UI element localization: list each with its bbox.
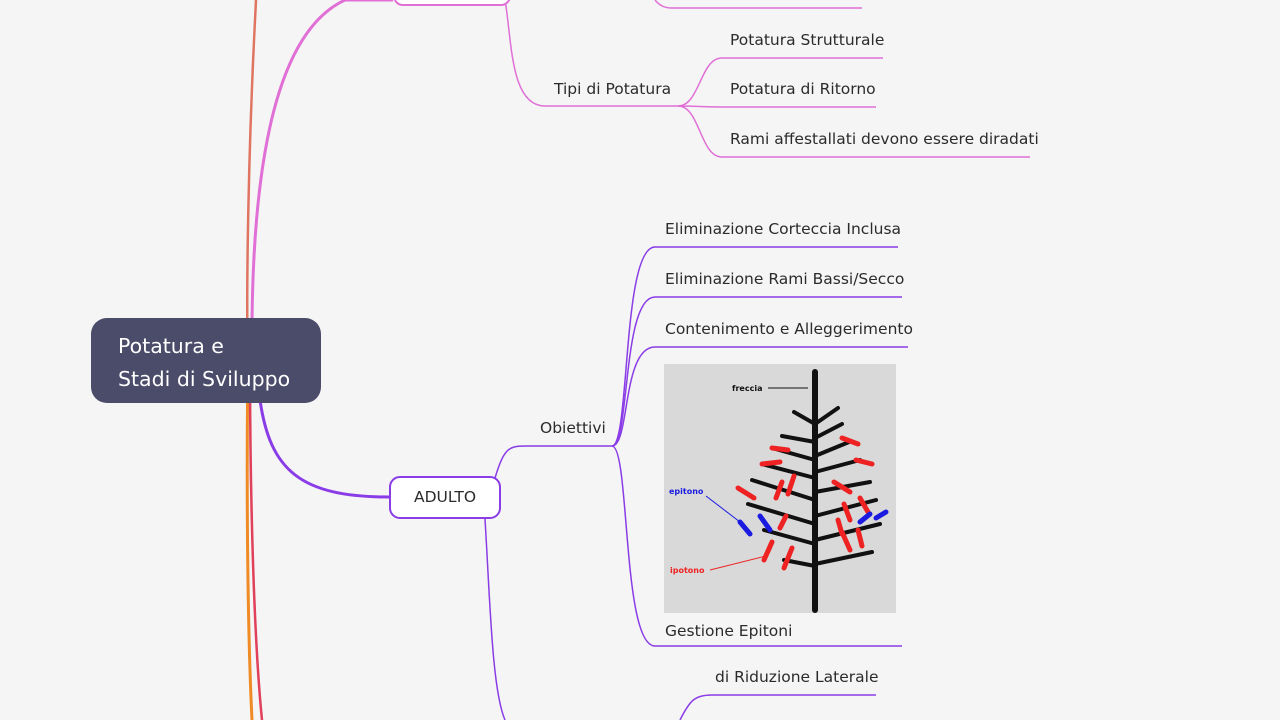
connector-tipi-1: [677, 57, 883, 107]
top-branch-node[interactable]: [393, 0, 511, 6]
connector-top-sub: [654, 0, 862, 9]
connector-tipi: [504, 0, 678, 107]
connector-obj-4: [611, 445, 902, 647]
epitono-pointer: [705, 495, 741, 523]
obiettivi-node[interactable]: Obiettivi: [540, 419, 606, 437]
connector-lower-sub: [679, 694, 876, 720]
connector-obiettivi: [494, 445, 612, 479]
root-title-line2: Stadi di Sviluppo: [118, 367, 291, 391]
root-title-line1: Potatura e: [118, 334, 224, 358]
epitono-label: epitono: [669, 487, 704, 496]
tipi-potatura-node[interactable]: Tipi di Potatura: [554, 80, 672, 98]
root-node[interactable]: Potatura e Stadi di Sviluppo: [91, 318, 321, 403]
ipotono-pointer: [709, 555, 767, 571]
connector-adulto: [258, 399, 390, 499]
connector-obj-2: [611, 296, 902, 447]
item-gestione-epitoni[interactable]: Gestione Epitoni: [665, 622, 793, 640]
connector-tipi-2: [677, 105, 876, 108]
tree-drawing: freccia epitono ipotono: [669, 369, 889, 613]
item-rami-affestallati[interactable]: Rami affestallati devono essere diradati: [730, 130, 1039, 148]
connector-adulto-down: [484, 518, 506, 720]
item-potatura-strutturale[interactable]: Potatura Strutturale: [730, 31, 885, 49]
connector-obj-1: [611, 246, 898, 447]
connector-obj-3: [611, 346, 908, 447]
connector-orange: [245, 359, 254, 720]
connector-tipi-3: [677, 105, 1030, 158]
item-rami-bassi[interactable]: Eliminazione Rami Bassi/Secco: [665, 270, 905, 288]
tree-pruning-diagram: freccia epitono ipotono: [664, 364, 896, 613]
connector-red: [248, 359, 264, 720]
red-branches: [735, 435, 875, 571]
item-potatura-ritorno[interactable]: Potatura di Ritorno: [730, 80, 876, 98]
blue-branches: [737, 509, 889, 537]
item-riduzione-laterale[interactable]: di Riduzione Laterale: [715, 668, 879, 686]
ipotono-label: ipotono: [670, 566, 705, 575]
adulto-node[interactable]: ADULTO: [389, 476, 501, 519]
item-corteccia-inclusa[interactable]: Eliminazione Corteccia Inclusa: [665, 220, 902, 238]
connector-pink-top: [250, 0, 346, 361]
item-contenimento[interactable]: Contenimento e Alleggerimento: [665, 320, 913, 338]
freccia-label: freccia: [732, 384, 762, 393]
